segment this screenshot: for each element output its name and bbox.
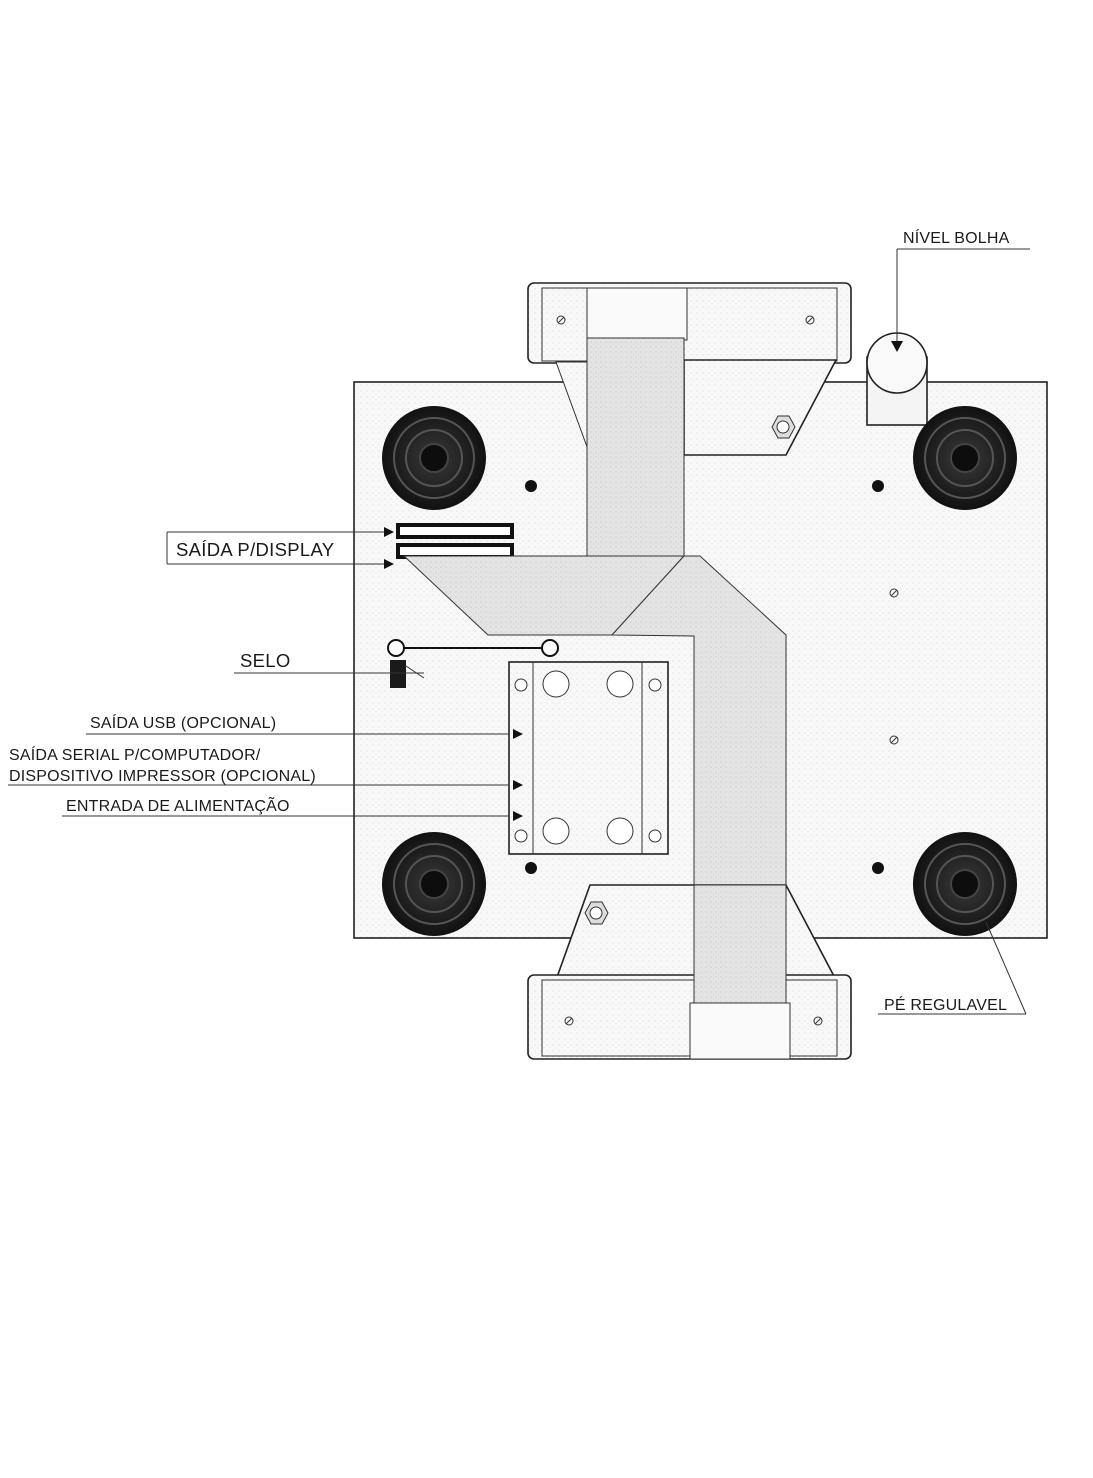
arrow-icon bbox=[384, 527, 394, 537]
screw-icon bbox=[564, 1016, 574, 1026]
screw-icon bbox=[889, 735, 899, 745]
foot-icon bbox=[382, 406, 486, 510]
label-pe-regulavel: PÉ REGULAVEL bbox=[884, 995, 1007, 1014]
label-nivel-bolha: NÍVEL BOLHA bbox=[903, 228, 1010, 247]
screw-icon bbox=[556, 315, 566, 325]
leader-serial bbox=[8, 780, 523, 790]
bottom-bracket bbox=[527, 884, 852, 1060]
arrow-icon bbox=[891, 341, 903, 352]
top-bracket-plate bbox=[555, 359, 838, 456]
foot-icon bbox=[913, 832, 1017, 936]
arrow-icon bbox=[513, 729, 523, 739]
arrow-icon bbox=[513, 811, 523, 821]
label-saida-serial-line1: SAÍDA SERIAL P/COMPUTADOR/ bbox=[9, 745, 261, 764]
screw-icon bbox=[813, 1016, 823, 1026]
display-connector bbox=[396, 523, 514, 559]
nut-icon bbox=[584, 901, 609, 925]
mounting-holes bbox=[525, 480, 884, 874]
nut-icon bbox=[771, 415, 796, 439]
label-saida-display: SAÍDA P/DISPLAY bbox=[176, 539, 334, 560]
screw-icon bbox=[889, 588, 899, 598]
label-saida-usb: SAÍDA USB (OPCIONAL) bbox=[90, 713, 276, 732]
foot-icon bbox=[913, 406, 1017, 510]
label-entrada-alimentacao: ENTRADA DE ALIMENTAÇÃO bbox=[66, 795, 290, 815]
leader-pe-regulavel bbox=[878, 921, 1027, 1015]
arrow-icon bbox=[384, 559, 394, 569]
arrow-icon bbox=[513, 780, 523, 790]
label-saida-serial-line2: DISPOSITIVO IMPRESSOR (OPCIONAL) bbox=[9, 768, 316, 785]
seal-icon bbox=[387, 639, 559, 688]
leader-usb bbox=[86, 729, 523, 739]
leader-saida-display bbox=[166, 527, 394, 569]
leader-alimentacao bbox=[62, 811, 523, 821]
foot-icon bbox=[382, 832, 486, 936]
label-selo: SELO bbox=[240, 650, 291, 671]
screw-icon bbox=[805, 315, 815, 325]
leader-nivel-bolha bbox=[891, 248, 1030, 352]
connector-panel bbox=[508, 661, 669, 855]
